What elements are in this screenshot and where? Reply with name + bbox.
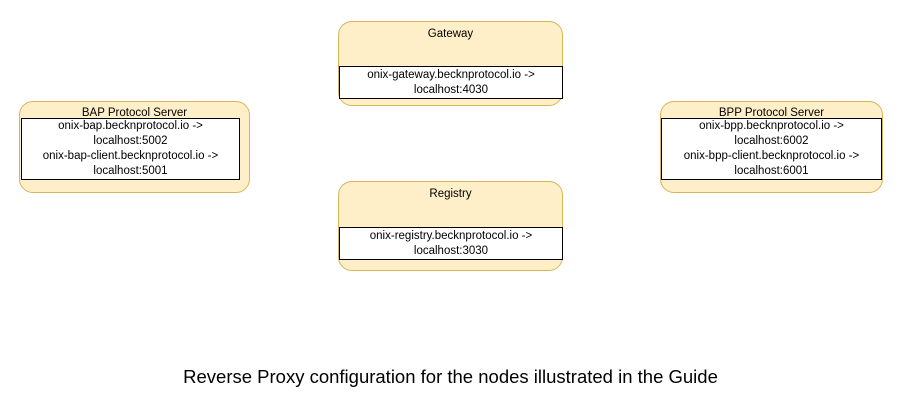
node-bpp-mapping-panel: onix-bpp.becknprotocol.io -> localhost:6… xyxy=(661,118,882,180)
node-bap-mapping-panel: onix-bap.becknprotocol.io -> localhost:5… xyxy=(21,118,240,180)
node-bpp-mapping-source-1: onix-bpp.becknprotocol.io -> xyxy=(699,120,844,132)
node-gateway-mapping-panel: onix-gateway.becknprotocol.io -> localho… xyxy=(339,66,563,99)
node-gateway-title: Gateway xyxy=(427,28,474,40)
node-registry-mapping-panel: onix-registry.becknprotocol.io -> localh… xyxy=(339,227,563,260)
node-registry-mapping-target-1: localhost:3030 xyxy=(413,244,489,257)
node-bap-mapping-target-2: localhost:5001 xyxy=(93,165,168,177)
node-registry-title: Registry xyxy=(429,188,472,200)
node-bpp-title: BPP Protocol Server xyxy=(718,107,825,119)
diagram-caption: Reverse Proxy configuration for the node… xyxy=(183,366,718,387)
node-gateway-mapping-source-1: onix-gateway.becknprotocol.io -> xyxy=(367,68,535,81)
node-registry-mapping-source-1: onix-registry.becknprotocol.io -> xyxy=(369,229,533,242)
node-bap-mapping-source-1: onix-bap.becknprotocol.io -> xyxy=(58,120,203,132)
node-bpp-mapping-target-2: localhost:6001 xyxy=(734,165,809,177)
node-bap-title: BAP Protocol Server xyxy=(81,107,188,119)
node-bpp-mapping-source-2: onix-bpp-client.becknprotocol.io -> xyxy=(683,150,860,162)
node-bap-mapping-source-2: onix-bap-client.becknprotocol.io -> xyxy=(42,150,219,162)
node-bpp-mapping-target-1: localhost:6002 xyxy=(734,135,809,147)
node-gateway-mapping-target-1: localhost:4030 xyxy=(413,83,489,96)
node-bap-mapping-target-1: localhost:5002 xyxy=(93,135,168,147)
